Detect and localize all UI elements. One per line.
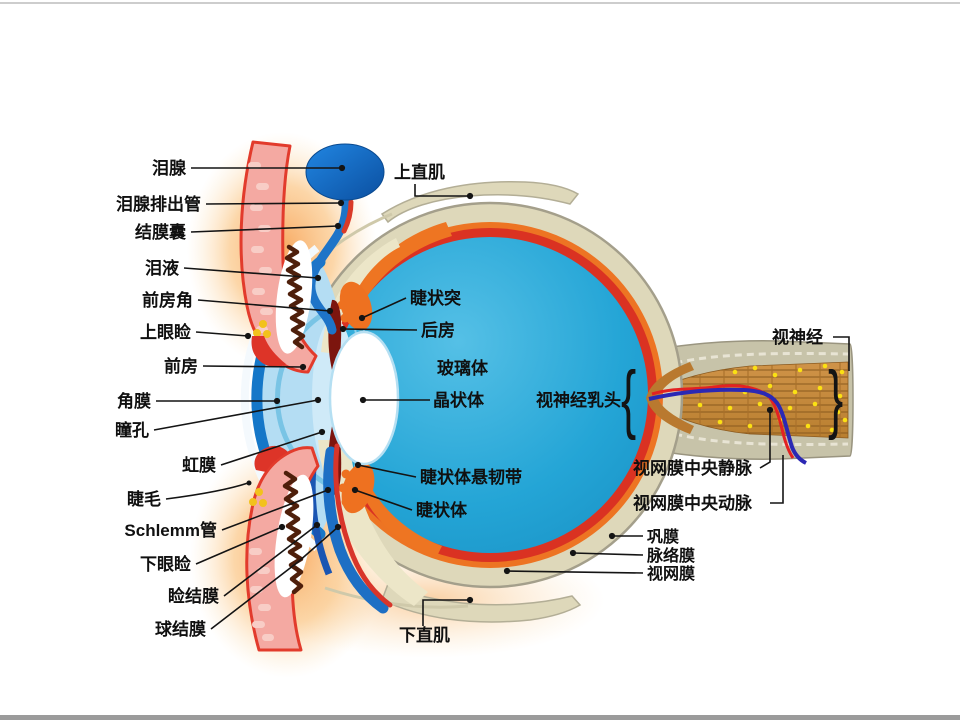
leader-tear-fluid: [183, 267, 319, 279]
label-choroid: 脉络膜: [646, 546, 695, 565]
lower-lid-yellow-spots: [249, 488, 267, 507]
nerve-yellow-specks: [697, 363, 848, 433]
label-bulbar-conjunctiva: 球结膜: [155, 619, 206, 639]
leader-conjunctival-sac: [190, 225, 339, 233]
label-optic-nerve: 视神经: [772, 327, 823, 347]
leader-chamber-angle: [197, 299, 331, 312]
leader-ciliary-process: [361, 297, 407, 319]
inferior-rectus-tendon: [324, 586, 469, 609]
label-chamber-angle: 前房角: [142, 290, 193, 310]
label-lower-eyelid: 下眼睑: [140, 554, 191, 574]
label-ciliary-process: 睫状突: [410, 288, 461, 308]
label-ciliary-body: 睫状体: [416, 500, 468, 520]
label-central-retinal-vein: 视网膜中央静脉: [633, 458, 753, 478]
leader-pupil: [153, 399, 319, 431]
ciliary-body-lower: [338, 462, 375, 514]
inferior-rectus-muscle: [381, 582, 582, 623]
label-anterior-chamber: 前房: [164, 356, 198, 376]
leader-palpebral-conj: [223, 524, 318, 597]
label-optic-disc: 视神经乳头: [536, 390, 621, 410]
leader-eyelash: [165, 482, 249, 500]
label-lacrimal-gland: 泪腺: [152, 158, 187, 178]
leader-central-vein: [759, 412, 771, 469]
upper-lid-margin: [251, 336, 286, 367]
leader-anterior-chamber: [202, 365, 304, 368]
leader-superior-rectus: [414, 184, 468, 197]
palpebral-conjunctiva-strip: [308, 467, 333, 576]
top-border-line: [0, 2, 960, 4]
labels: 泪腺 泪腺排出管 结膜囊 泪液 前房角 上眼睑 前房 角膜 瞳孔 虹膜 睫毛 S…: [115, 158, 823, 645]
leader-inferior-rectus: [422, 599, 468, 626]
superior-rectus-tendon: [331, 212, 393, 250]
upper-tarsal-glands-zigzag: [284, 244, 306, 350]
conjunctival-channel-lower: [323, 446, 389, 614]
label-sclera: 巩膜: [647, 528, 679, 546]
vitreous-body-shape: [332, 237, 648, 553]
leader-upper-eyelid: [195, 331, 249, 337]
label-palpebral-conjunctiva: 睑结膜: [168, 586, 219, 606]
lacrimal-gland-shape: [305, 143, 385, 201]
leader-zonules: [357, 464, 417, 478]
leader-lines: [153, 164, 850, 630]
central-retinal-vein-vessel: [648, 387, 807, 465]
leader-schlemm: [221, 489, 329, 531]
label-eyelash: 睫毛: [127, 489, 161, 509]
label-pupil: 瞳孔: [115, 420, 149, 440]
label-retina: 视网膜: [647, 564, 695, 583]
choroid-front-wedge-upper: [354, 222, 452, 322]
label-central-retinal-artery: 视网膜中央动脉: [633, 493, 753, 513]
leader-ciliary-body: [354, 489, 413, 511]
optic-disc-brace: {: [621, 356, 636, 441]
label-posterior-chamber: 后房: [421, 320, 455, 340]
upper-lid-yellow-spots: [253, 320, 271, 338]
leader-iris: [220, 431, 323, 466]
superior-rectus-muscle: [380, 181, 580, 224]
leader-lower-eyelid: [195, 526, 283, 565]
label-tear-fluid: 泪液: [145, 258, 179, 278]
lower-fornix-red-strand: [333, 443, 393, 608]
optic-nerve-brace: }: [828, 356, 843, 441]
leader-central-artery: [770, 455, 784, 504]
label-upper-eyelid: 上眼睑: [140, 322, 191, 342]
extraocular-muscles: [324, 181, 582, 623]
label-iris: 虹膜: [182, 455, 216, 475]
label-lens: 晶状体: [433, 390, 485, 410]
lower-eyelid-group: [245, 443, 393, 652]
label-lacrimal-duct: 泪腺排出管: [116, 194, 201, 214]
eyeball: [296, 201, 684, 589]
leader-choroid: [572, 552, 644, 556]
lower-tarsal-glands-zigzag: [282, 470, 304, 595]
label-conjunctival-sac: 结膜囊: [135, 222, 186, 242]
leader-posterior-chamber: [342, 328, 418, 331]
leader-bulbar-conj: [210, 526, 339, 630]
bottom-border-bar: [0, 715, 960, 720]
upper-eyelid-shape: [239, 140, 318, 374]
leader-lacrimal-duct: [205, 202, 342, 205]
lower-lid-margin: [254, 445, 288, 472]
leader-optic-nerve: [833, 336, 850, 371]
label-inferior-rectus: 下直肌: [399, 625, 450, 645]
label-vitreous-body: 玻璃体: [437, 358, 489, 378]
label-superior-rectus: 上直肌: [394, 162, 445, 182]
label-cornea: 角膜: [117, 391, 151, 411]
label-schlemm-canal: Schlemm管: [124, 520, 217, 540]
leader-retina: [506, 570, 644, 574]
fornix-red-strip: [341, 199, 354, 234]
label-zonules: 睫状体悬韧带: [420, 467, 522, 487]
